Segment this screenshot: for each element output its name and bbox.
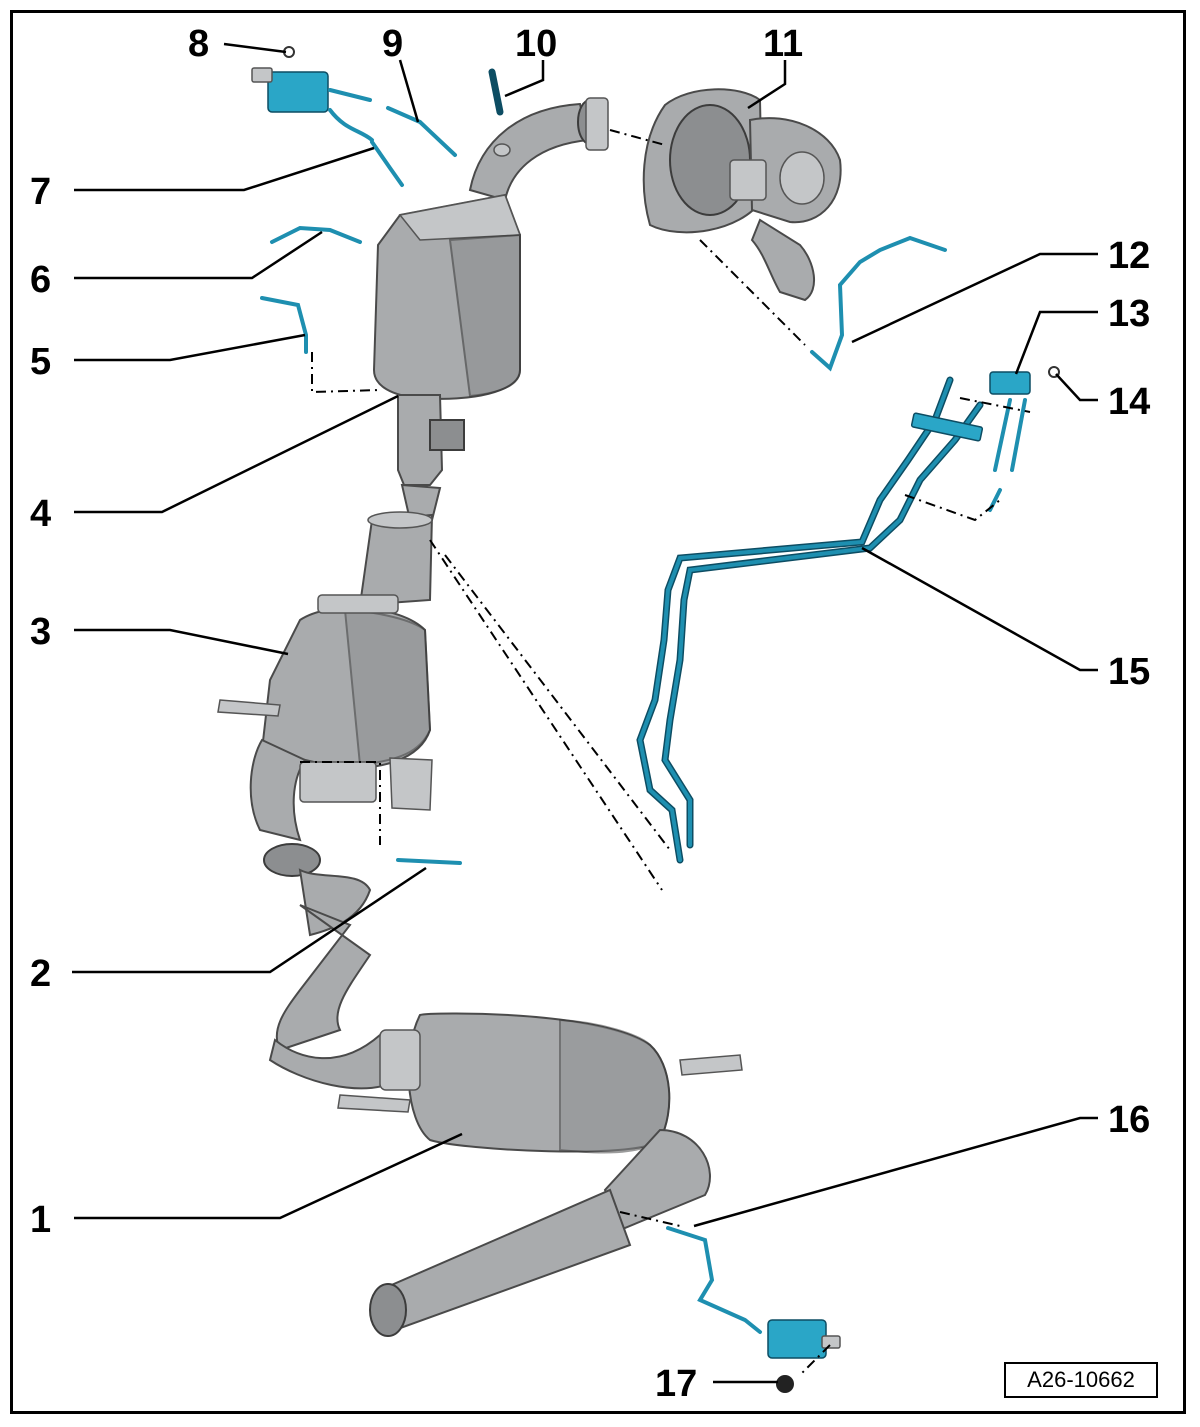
turbocharger bbox=[642, 88, 842, 302]
callout-2: 2 bbox=[30, 953, 51, 995]
leader-lines bbox=[72, 42, 1098, 1384]
callout-numbers: 1 2 3 4 5 6 7 8 9 10 11 12 13 14 15 16 1… bbox=[30, 23, 1150, 1405]
assembly-guide-lines bbox=[300, 129, 1031, 1376]
callout-7: 7 bbox=[30, 171, 51, 213]
callout-13: 13 bbox=[1108, 293, 1150, 335]
callout-4: 4 bbox=[30, 493, 51, 535]
callout-5: 5 bbox=[30, 341, 51, 383]
callout-9: 9 bbox=[382, 23, 403, 65]
callout-1: 1 bbox=[30, 1199, 51, 1241]
callout-10: 10 bbox=[515, 23, 557, 65]
exhaust-assembly bbox=[217, 97, 743, 1337]
callout-8: 8 bbox=[188, 23, 209, 65]
callout-15: 15 bbox=[1108, 651, 1150, 693]
sensors-and-wiring bbox=[251, 46, 1060, 1393]
callout-14: 14 bbox=[1108, 381, 1150, 423]
callout-16: 16 bbox=[1108, 1099, 1150, 1141]
callout-11: 11 bbox=[763, 23, 803, 65]
diagram-frame bbox=[10, 10, 1186, 1414]
figure-reference-code: A26-10662 bbox=[1004, 1362, 1158, 1398]
callout-17: 17 bbox=[655, 1363, 697, 1405]
callout-12: 12 bbox=[1108, 235, 1150, 277]
callout-3: 3 bbox=[30, 611, 51, 653]
callout-6: 6 bbox=[30, 259, 51, 301]
